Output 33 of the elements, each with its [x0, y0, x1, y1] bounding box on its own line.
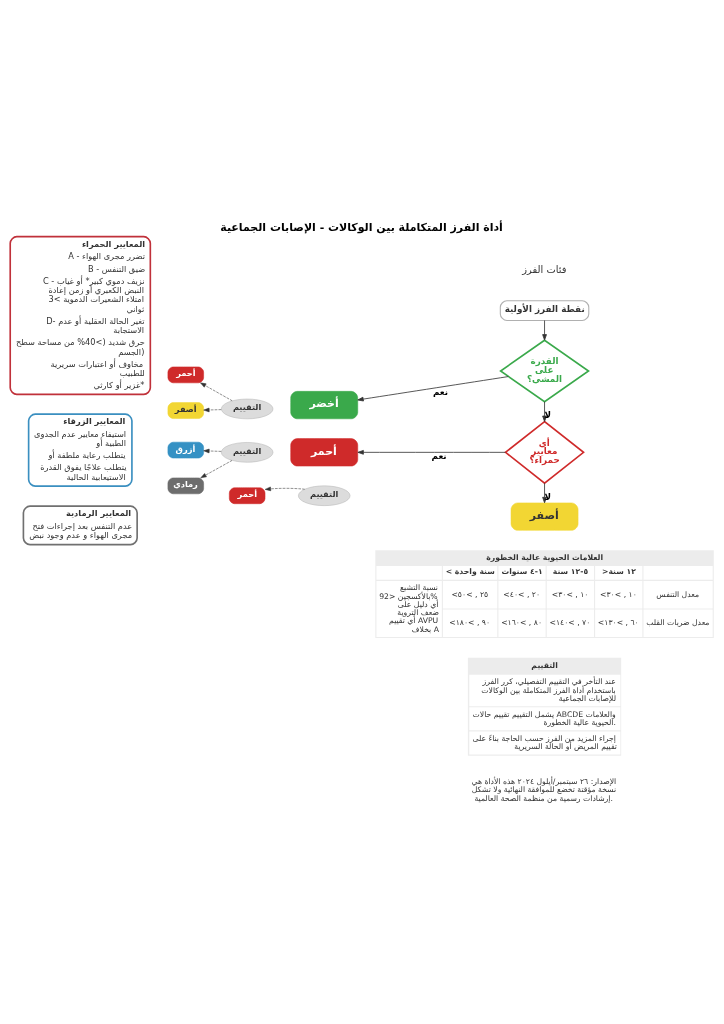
- edge-label: لا: [544, 491, 552, 502]
- diagram-title: أداة الفرز المتكاملة بين الوكالات - الإصابات الجماعية: [220, 220, 503, 234]
- node-ellipse: التقييم: [221, 441, 274, 462]
- node-box: المعايير الرمادية عدم التنفس بعد إجراءات فتح مجرى الهواء و عدم وجود نبض: [22, 504, 138, 545]
- node-ellipse: التقييم: [221, 398, 274, 419]
- arrow: [200, 459, 233, 478]
- node-diamond: أي معايير حمراء؟: [504, 420, 585, 484]
- arrow: [264, 486, 305, 491]
- arrow: [357, 449, 506, 455]
- node-box: رمادي: [167, 477, 204, 494]
- node-box: أحمر: [290, 437, 358, 466]
- arrow: [542, 319, 547, 340]
- node-box: نقطة الفرز الأولية: [499, 299, 590, 321]
- arrow: [542, 400, 547, 422]
- edge-label: نعم: [431, 450, 447, 461]
- node-box: أحمر: [229, 487, 266, 504]
- node-box: أزرق: [167, 441, 204, 458]
- label: فئات الفرز: [522, 263, 567, 275]
- node-box: المعايير الزرقاء استيفاء معايير عدم الجدوى الطبية أو يتطلب رعاية ملطفة أو يتطلب علاجًا يفوق القدرة الاستيعابية الحالية: [27, 412, 133, 487]
- node-box: أصفر: [510, 502, 579, 531]
- arrow: [203, 448, 222, 453]
- edge-label: نعم: [432, 386, 449, 397]
- arrow: [357, 375, 509, 401]
- node-box: أحمر: [167, 366, 204, 383]
- edge-label: لا: [544, 409, 552, 420]
- arrow: [542, 482, 547, 503]
- arrow: [203, 407, 222, 412]
- node-diamond: القدرة على المشي؟: [499, 338, 590, 403]
- node-box: أخضر: [290, 390, 358, 419]
- node-box: المعايير الحمراء A - تضرر مجرى الهواء B - ضيق التنفس C - نزيف دموي كبير* أو غياب النبض الكعبري أو زمن إعادة امتلاء الشعيرات الدموية >3 ثواني D- تغير الحالة العقلية أو عدم الاستجابة حرق شديد (>40% من مساحة سطح الجسم) مخاوف أو اعتبارات سريرية للطبيب غزير أو كارثي*: [9, 235, 152, 395]
- arrow: [200, 382, 233, 401]
- node-ellipse: التقييم: [298, 485, 351, 506]
- node-box: أصفر: [167, 401, 204, 419]
